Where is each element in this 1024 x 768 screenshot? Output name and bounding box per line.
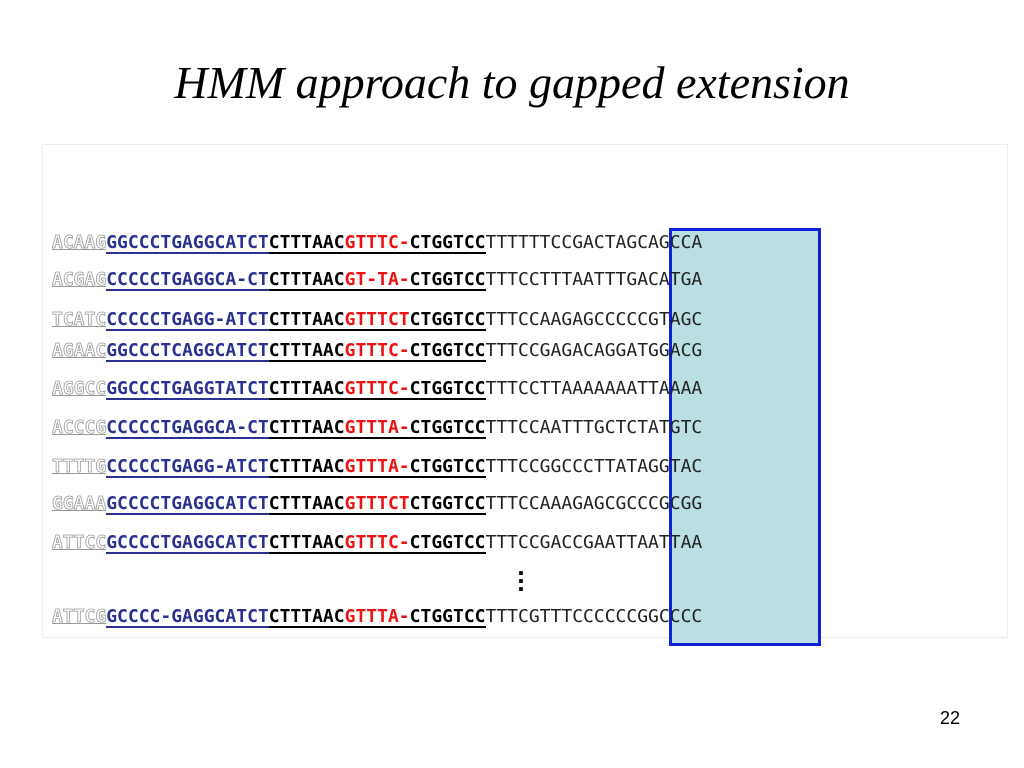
sequence-prefix: ATTCG — [52, 606, 107, 628]
sequence-prefix: ACCCG — [52, 417, 107, 439]
sequence-conserved-segment-2: CTGGTCC — [409, 269, 486, 291]
sequence-conserved-segment: CTTTAAC — [268, 417, 345, 439]
sequence-prefix: TCATC — [52, 309, 107, 331]
sequence-tail: TTTCGTTTCCCCCCGGCCCC — [485, 606, 703, 627]
sequence-conserved-segment-2: CTGGTCC — [409, 493, 486, 515]
sequence-blue-segment: GGCCCTCAGGCATCT — [106, 340, 269, 362]
sequence-prefix: ATTCC — [52, 532, 107, 554]
sequence-tail: TTTCCGGCCCTTATAGGTAC — [485, 456, 703, 477]
sequence-prefix: AGGCC — [52, 378, 107, 400]
sequence-conserved-segment: CTTTAAC — [268, 493, 345, 515]
sequence-conserved-segment: CTTTAAC — [268, 532, 345, 554]
sequence-tail: TTTCCAAGAGCCCCCGTAGC — [485, 309, 703, 330]
sequence-gap-segment: GTTTA- — [344, 606, 410, 628]
slide-title: HMM approach to gapped extension — [174, 57, 850, 108]
sequence-conserved-segment: CTTTAAC — [268, 606, 345, 628]
sequence-prefix: ACGAG — [52, 269, 107, 291]
sequence-blue-segment: GCCCC-GAGGCATCT — [106, 606, 269, 628]
sequence-prefix: ACAAG — [52, 232, 107, 254]
sequence-gap-segment: GTTTC- — [344, 232, 410, 254]
sequence-tail: TTTCCTTTAATTTGACATGA — [485, 269, 703, 290]
sequence-gap-segment: GTTTC- — [344, 378, 410, 400]
page-number: 22 — [940, 708, 961, 728]
sequence-conserved-segment-2: CTGGTCC — [409, 232, 486, 254]
sequence-gap-segment: GTTTA- — [344, 456, 410, 478]
sequence-gap-segment: GTTTA- — [344, 417, 410, 439]
sequence-blue-segment: GCCCCTGAGGCATCT — [106, 493, 269, 515]
alignment-panel — [42, 144, 1008, 638]
sequence-gap-segment: GTTTC- — [344, 340, 410, 362]
sequence-blue-segment: CCCCCTGAGG-ATCT — [106, 309, 269, 331]
sequence-blue-segment: GCCCCTGAGGCATCT — [106, 532, 269, 554]
sequence-conserved-segment: CTTTAAC — [268, 456, 345, 478]
sequence-prefix: AGAAC — [52, 340, 107, 362]
sequence-blue-segment: CCCCCTGAGGCA-CT — [106, 417, 269, 439]
sequence-blue-segment: GGCCCTGAGGCATCT — [106, 232, 269, 254]
sequence-conserved-segment-2: CTGGTCC — [409, 309, 486, 331]
sequence-conserved-segment-2: CTGGTCC — [409, 606, 486, 628]
sequence-conserved-segment: CTTTAAC — [268, 269, 345, 291]
sequence-gap-segment: GT-TA- — [344, 269, 410, 291]
sequence-conserved-segment-2: CTGGTCC — [409, 456, 486, 478]
sequence-conserved-segment-2: CTGGTCC — [409, 417, 486, 439]
sequence-blue-segment: CCCCCTGAGG-ATCT — [106, 456, 269, 478]
sequence-conserved-segment: CTTTAAC — [268, 378, 345, 400]
sequence-gap-segment: GTTTCT — [344, 309, 410, 331]
sequence-gap-segment: GTTTCT — [344, 493, 410, 515]
sequence-tail: TTTCCAATTTGCTCTATGTC — [485, 417, 703, 438]
sequence-tail: TTTCCGACCGAATTAATTAA — [485, 532, 703, 553]
sequence-conserved-segment-2: CTGGTCC — [409, 378, 486, 400]
sequence-conserved-segment: CTTTAAC — [268, 309, 345, 331]
sequence-tail: TTTTTTCCGACTAGCAGCCA — [485, 232, 703, 253]
sequence-tail: TTTCCAAAGAGCGCCCGCGG — [485, 493, 703, 514]
sequence-conserved-segment-2: CTGGTCC — [409, 340, 486, 362]
sequence-prefix: TTTTG — [52, 456, 107, 478]
sequence-prefix: GGAAA — [52, 493, 107, 515]
highlighted-column-region — [669, 228, 821, 646]
continuation-dots: . . . — [517, 551, 525, 597]
sequence-blue-segment: CCCCCTGAGGCA-CT — [106, 269, 269, 291]
sequence-blue-segment: GGCCCTGAGGTATCT — [106, 378, 269, 400]
sequence-conserved-segment-2: CTGGTCC — [409, 532, 486, 554]
sequence-conserved-segment: CTTTAAC — [268, 232, 345, 254]
sequence-gap-segment: GTTTC- — [344, 532, 410, 554]
sequence-conserved-segment: CTTTAAC — [268, 340, 345, 362]
sequence-tail: TTTCCTTAAAAAAATTAAAA — [485, 378, 703, 399]
sequence-tail: TTTCCGAGACAGGATGGACG — [485, 340, 703, 361]
